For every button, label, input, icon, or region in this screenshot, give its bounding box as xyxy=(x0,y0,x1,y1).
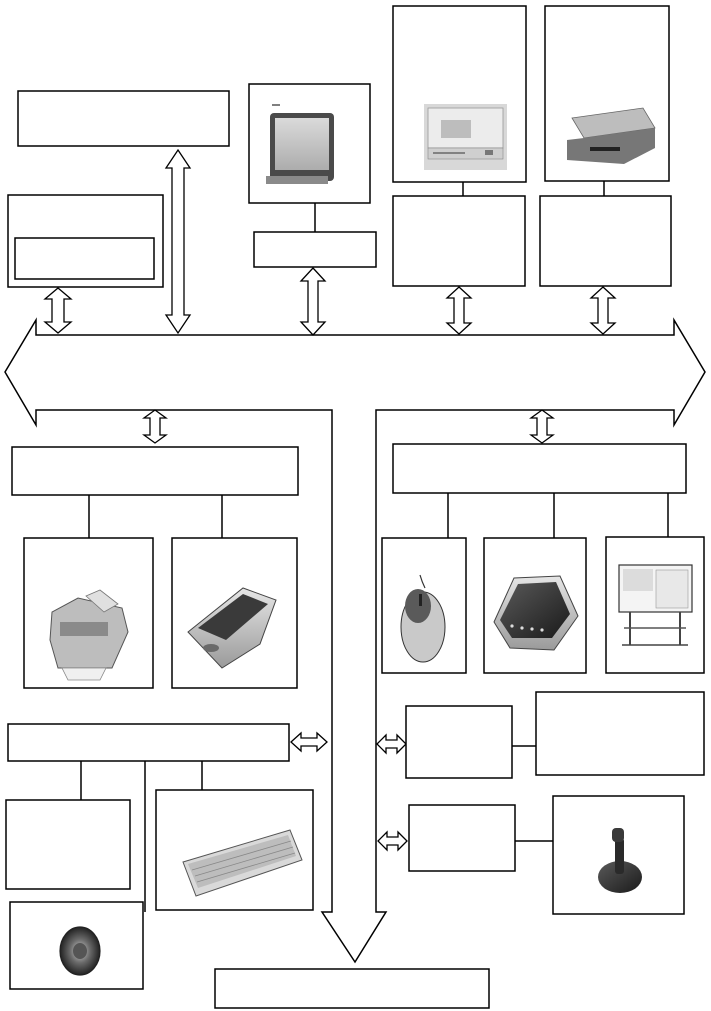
speaker-icon xyxy=(59,926,101,976)
double-arrow-bottom-left xyxy=(290,731,328,753)
right-device-box-1 xyxy=(535,691,705,776)
top-left-box xyxy=(17,90,230,147)
scanner-icon xyxy=(187,587,277,669)
double-arrow-bottom-right-1 xyxy=(376,733,407,755)
double-arrow-right-adapter xyxy=(529,409,555,444)
keyboard-icon xyxy=(182,829,303,897)
right-controller-box-2 xyxy=(408,804,516,872)
plotter-icon xyxy=(618,564,693,646)
cd-controller-box xyxy=(392,195,526,287)
double-arrow-monitor xyxy=(299,267,327,336)
mouse-icon xyxy=(400,574,446,663)
monitor-icon xyxy=(266,104,334,184)
monitor-controller-box xyxy=(253,231,377,268)
left-adapter-box xyxy=(11,446,299,496)
double-arrow-top-left xyxy=(43,287,73,334)
double-arrow-bottom-right-2 xyxy=(377,830,408,852)
double-arrow-floppy xyxy=(589,286,617,335)
right-adapter-box xyxy=(392,443,687,494)
joystick-icon xyxy=(598,828,642,893)
bottom-left-device-box xyxy=(5,799,131,890)
modem-icon xyxy=(493,575,579,651)
floppy-controller-box xyxy=(539,195,672,287)
optical-drive-icon xyxy=(424,104,507,170)
floppy-drive-icon xyxy=(567,107,656,164)
printer-icon xyxy=(49,589,129,681)
left-inner-box xyxy=(14,237,155,280)
double-arrow-long xyxy=(164,148,192,335)
double-arrow-left-adapter xyxy=(142,409,168,444)
main-bus-arrow xyxy=(4,317,706,964)
bottom-center-box xyxy=(214,968,490,1009)
double-arrow-cd xyxy=(445,286,473,335)
bottom-left-adapter-box xyxy=(7,723,290,762)
right-controller-box-1 xyxy=(405,705,513,779)
